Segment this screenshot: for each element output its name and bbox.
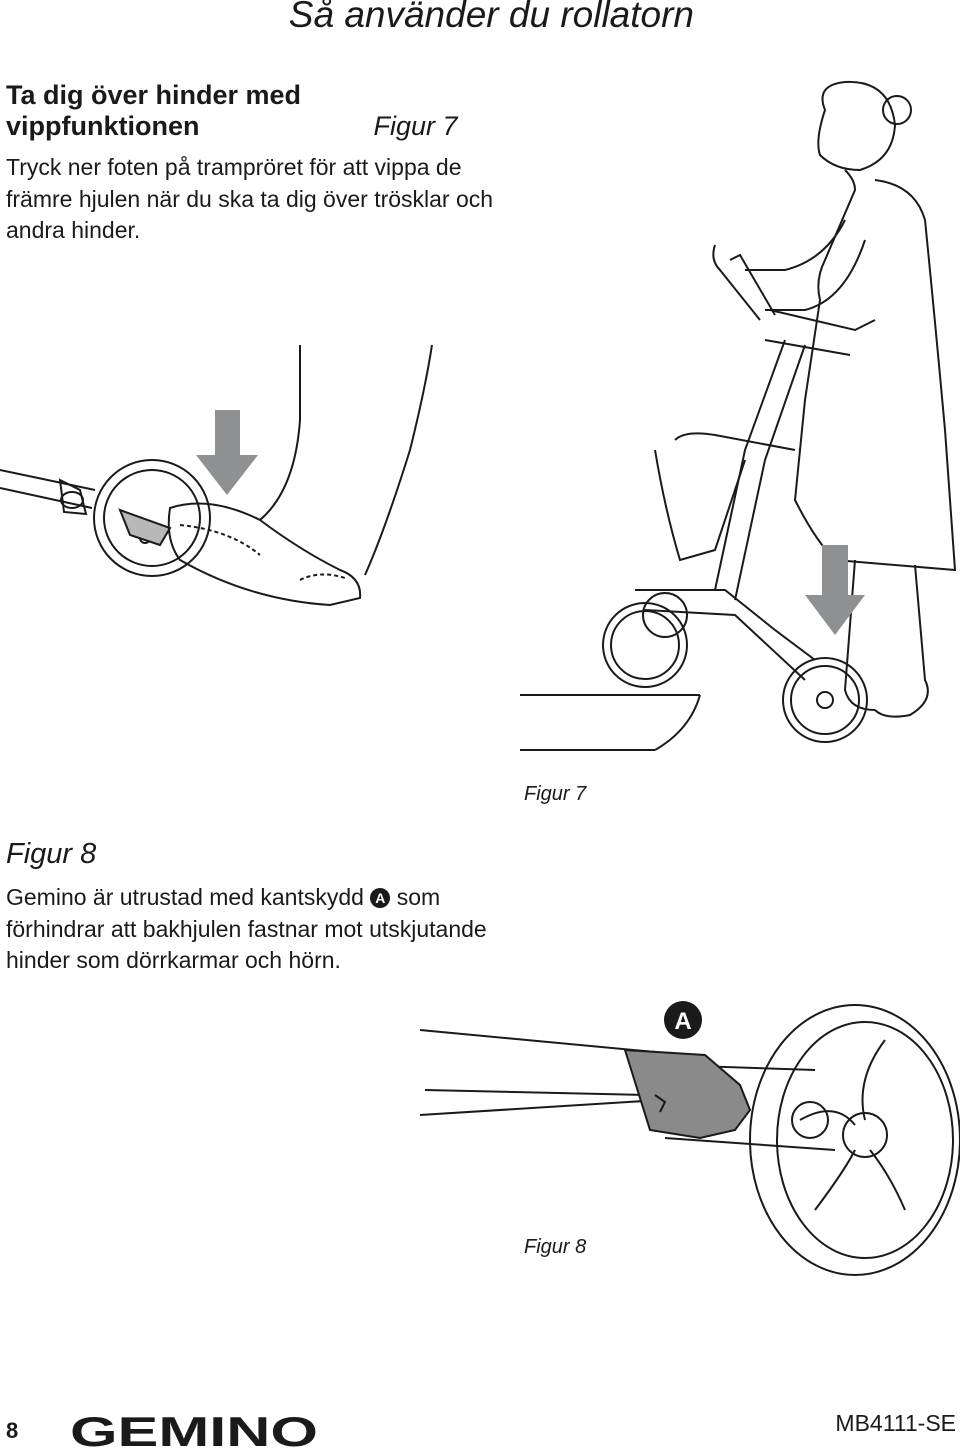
label-a-text: A [674,1008,691,1035]
instruction-paragraph: Tryck ner foten på trampröret för att vi… [6,154,494,243]
label-a-badge: A [370,888,391,908]
description-text-start: Gemino är utrustad med kantskydd [6,884,364,910]
section-title-text: Ta dig över hinder med vippfunktionen [6,80,302,141]
figure-7-closeup-illustration [0,344,433,607]
document-code: MB4111-SE [835,1410,956,1436]
figure-8-illustration: A [419,1001,960,1276]
down-arrow-icon [805,545,865,635]
down-arrow-icon [196,410,258,495]
description-paragraph: Gemino är utrustad med kantskydd A som f… [6,882,526,977]
figure-7-walker-illustration [520,80,957,751]
edge-guard [623,1048,752,1140]
figure-7-caption: Figur 7 [524,783,587,805]
description-text-end: som förhindrar att bakhjulen fastnar mot… [6,884,487,973]
page-header-title: Så använder du rollatorn [288,0,694,35]
figure-8-heading: Figur 8 [6,838,97,870]
page-number: 8 [6,1418,19,1443]
figure-reference: Figur 7 [373,111,458,141]
gemino-logo: GEMINO [70,1412,318,1450]
label-a-marker [664,1001,702,1039]
logo-text: GEMINO [70,1412,318,1450]
figure-8-caption: Figur 8 [524,1236,587,1258]
section-title: Ta dig över hinder med vippfunktionen Fi… [6,80,458,142]
